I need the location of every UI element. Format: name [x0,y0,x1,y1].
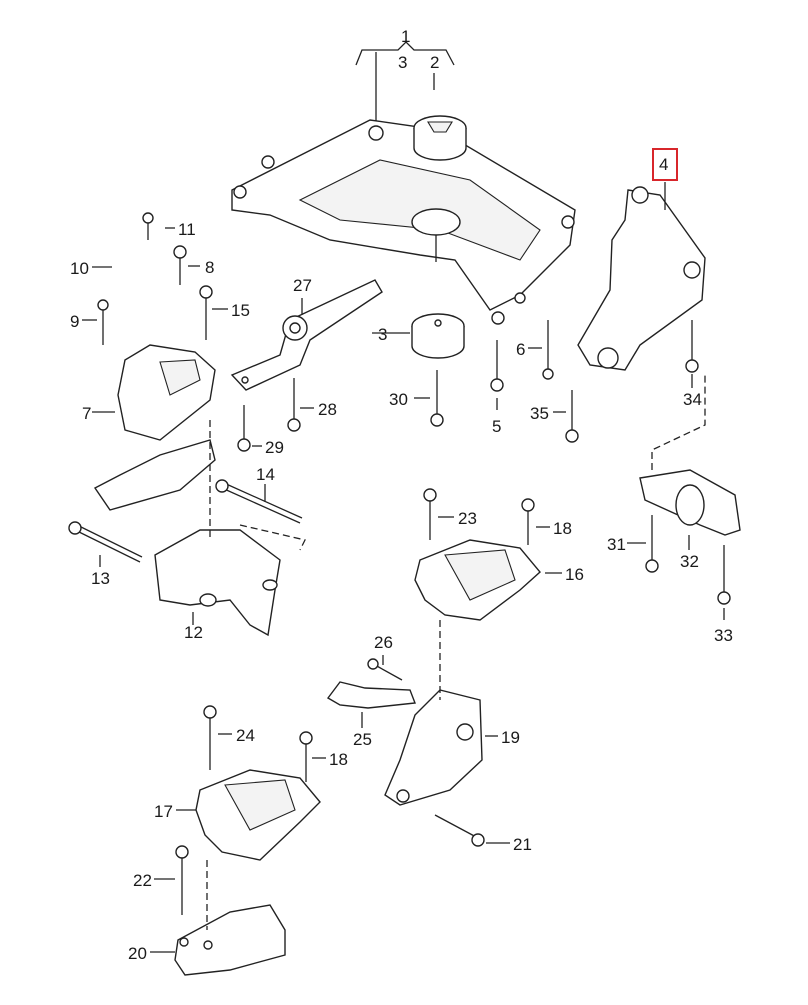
callout-11: 11 [178,220,196,239]
callout-14: 14 [256,465,275,484]
torque-rod-part [230,279,383,391]
long-bolt-14 [215,479,306,551]
subframe-part [231,119,576,325]
callout-3: 3 [378,325,388,344]
callout-19: 19 [501,728,520,747]
callout-3-top: 3 [398,53,408,72]
callout-35: 35 [530,404,549,423]
callout-1: 1 [401,27,411,46]
bolt-set [97,212,731,930]
callout-12: 12 [184,623,203,642]
callout-8: 8 [205,258,215,277]
callout-7: 7 [82,404,92,423]
callout-20: 20 [128,944,147,963]
callout-16: 16 [565,565,584,584]
callout-17: 17 [154,802,173,821]
gearbox-mount-17-part [195,769,321,861]
callout-29: 29 [265,438,284,457]
leader-lines [82,227,725,953]
clamp-bracket-part [639,375,741,536]
callout-2: 2 [430,53,440,72]
callout-18-upper: 18 [553,519,572,538]
callout-30: 30 [389,390,408,409]
callout-23: 23 [458,509,477,528]
callout-27: 27 [293,276,312,295]
callout-32: 32 [680,552,699,571]
callout-28: 28 [318,400,337,419]
front-bushing-part [413,115,467,161]
callout-4: 4 [659,155,669,174]
subframe-mount-bracket-part [577,182,706,371]
engine-support-bracket-part [154,529,281,637]
rear-bushing-part [411,313,465,359]
callout-22: 22 [133,871,152,890]
callout-24: 24 [236,726,255,745]
callout-31: 31 [607,535,626,554]
highlight-box-callout-4 [652,148,678,181]
callout-10: 10 [70,259,89,278]
callout-18-lower: 18 [329,750,348,769]
callout-25: 25 [353,730,372,749]
callout-9: 9 [70,312,80,331]
callout-33: 33 [714,626,733,645]
callout-5: 5 [492,417,502,436]
callout-15: 15 [231,301,250,320]
callout-6: 6 [516,340,526,359]
long-bolt-13 [68,521,143,563]
gearbox-support-bracket-19-part [384,689,483,806]
callout-26: 26 [374,633,393,652]
callout-13: 13 [91,569,110,588]
gearbox-mount-16-part [414,539,541,621]
callout-34: 34 [683,390,702,409]
engine-mount-part [93,344,216,511]
gearbox-support-bracket-20-part [174,904,286,976]
callout-21: 21 [513,835,532,854]
bolt-21 [434,814,485,847]
callout-1-bracket [355,41,455,128]
support-arm-25-part [326,681,416,709]
